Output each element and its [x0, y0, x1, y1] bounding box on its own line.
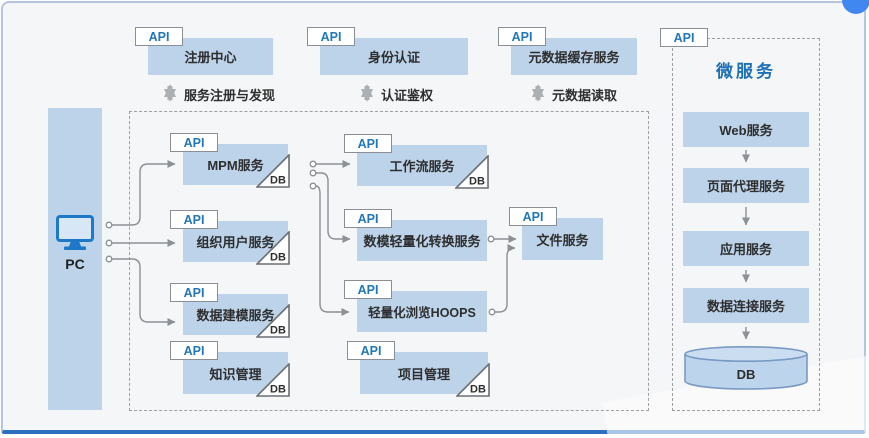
db-triangle-icon: DB	[256, 231, 290, 265]
api-tag-label: API	[357, 136, 379, 151]
service-box-project-mgmt: API 项目管理 DB	[347, 341, 490, 397]
floating-badge-button[interactable]	[842, 0, 869, 14]
monitor-icon	[56, 215, 94, 250]
service-label: 应用服务	[719, 242, 772, 257]
api-tag-label: API	[360, 343, 382, 358]
service-box-web: Web服务	[683, 112, 809, 147]
service-label: 注册中心	[184, 50, 237, 65]
api-tag-label: API	[511, 29, 533, 44]
api-tag-label: API	[183, 212, 205, 227]
db-triangle-icon: DB	[456, 363, 490, 397]
flow-label-metadata-read: 元数据读取	[552, 88, 618, 103]
service-box-model-lightweight-conversion: API 数模轻量化转换服务	[344, 209, 487, 261]
api-tag-label: API	[183, 135, 205, 150]
flow-label-service-discovery: 服务注册与发现	[184, 88, 276, 103]
service-box-registry: API 注册中心	[135, 27, 273, 75]
api-tag: API	[170, 283, 218, 302]
api-tag: API	[170, 341, 218, 360]
service-box-data-connection: 数据连接服务	[683, 288, 809, 323]
service-label: 知识管理	[209, 366, 262, 382]
pc-label: PC	[65, 256, 85, 272]
api-tag: API	[344, 209, 392, 228]
api-tag: API	[170, 133, 218, 152]
db-label: DB	[270, 175, 286, 187]
api-tag: API	[344, 280, 392, 299]
service-box-knowledge-mgmt: API 知识管理 DB	[170, 341, 290, 397]
service-label: 数模轻量化转换服务	[363, 234, 481, 249]
service-label: 数据建模服务	[196, 308, 275, 323]
service-label: 身份认证	[367, 50, 420, 65]
db-triangle-icon: DB	[256, 363, 290, 397]
api-tag-label: API	[357, 282, 379, 297]
service-box-application: 应用服务	[683, 231, 809, 266]
service-label: 项目管理	[397, 366, 450, 382]
microservice-title: 微服务	[716, 62, 776, 81]
microservice-group: API	[660, 28, 820, 411]
service-label: Web服务	[719, 123, 773, 138]
service-box-org-user: API 组织用户服务 DB	[170, 210, 290, 265]
service-label: 文件服务	[536, 232, 589, 248]
service-box-page-proxy: 页面代理服务	[683, 168, 809, 203]
service-label: 页面代理服务	[706, 179, 785, 194]
api-tag: API	[344, 134, 392, 153]
api-tag-label: API	[673, 30, 695, 45]
flow-label-authentication: 认证鉴权	[381, 88, 434, 103]
api-tag: API	[135, 27, 183, 46]
api-tag: API	[347, 341, 395, 360]
service-label: 数据连接服务	[706, 299, 785, 314]
service-box-identity-auth: API 身份认证	[307, 27, 468, 75]
db-cylinder-icon	[684, 346, 808, 390]
db-cylinder: DB	[683, 345, 809, 391]
db-label: DB	[270, 384, 286, 396]
db-triangle-icon: DB	[256, 304, 290, 338]
db-triangle-icon: DB	[455, 155, 489, 189]
service-box-mpm: API MPM服务 DB	[170, 133, 290, 188]
api-tag-label: API	[357, 211, 379, 226]
db-label: DB	[270, 252, 286, 264]
db-label: DB	[736, 367, 756, 382]
api-tag: API	[660, 28, 708, 47]
db-triangle-icon: DB	[256, 154, 290, 188]
api-tag-label: API	[148, 29, 170, 44]
api-tag: API	[307, 27, 355, 46]
api-tag: API	[170, 210, 218, 229]
api-tag-label: API	[320, 29, 342, 44]
api-tag: API	[509, 207, 557, 226]
service-label: 轻量化浏览HOOPS	[368, 306, 476, 320]
service-label: MPM服务	[207, 158, 264, 173]
service-label: 元数据缓存服务	[528, 50, 620, 65]
api-tag-label: API	[183, 285, 205, 300]
db-label: DB	[469, 176, 485, 188]
api-tag-label: API	[183, 343, 205, 358]
service-box-lightweight-viewer-hoops: API 轻量化浏览HOOPS	[344, 280, 487, 332]
service-box-workflow: API 工作流服务 DB	[344, 134, 489, 189]
db-label: DB	[270, 325, 286, 337]
api-tag-label: API	[522, 209, 544, 224]
db-label: DB	[470, 384, 486, 396]
api-tag: API	[498, 27, 546, 46]
pc-client-panel: PC	[48, 108, 102, 410]
service-box-data-modeling: API 数据建模服务 DB	[170, 283, 290, 338]
service-label: 组织用户服务	[196, 235, 275, 250]
service-label: 工作流服务	[389, 159, 455, 174]
service-box-metadata-cache: API 元数据缓存服务	[498, 27, 637, 75]
service-box-file: API 文件服务	[509, 207, 603, 260]
